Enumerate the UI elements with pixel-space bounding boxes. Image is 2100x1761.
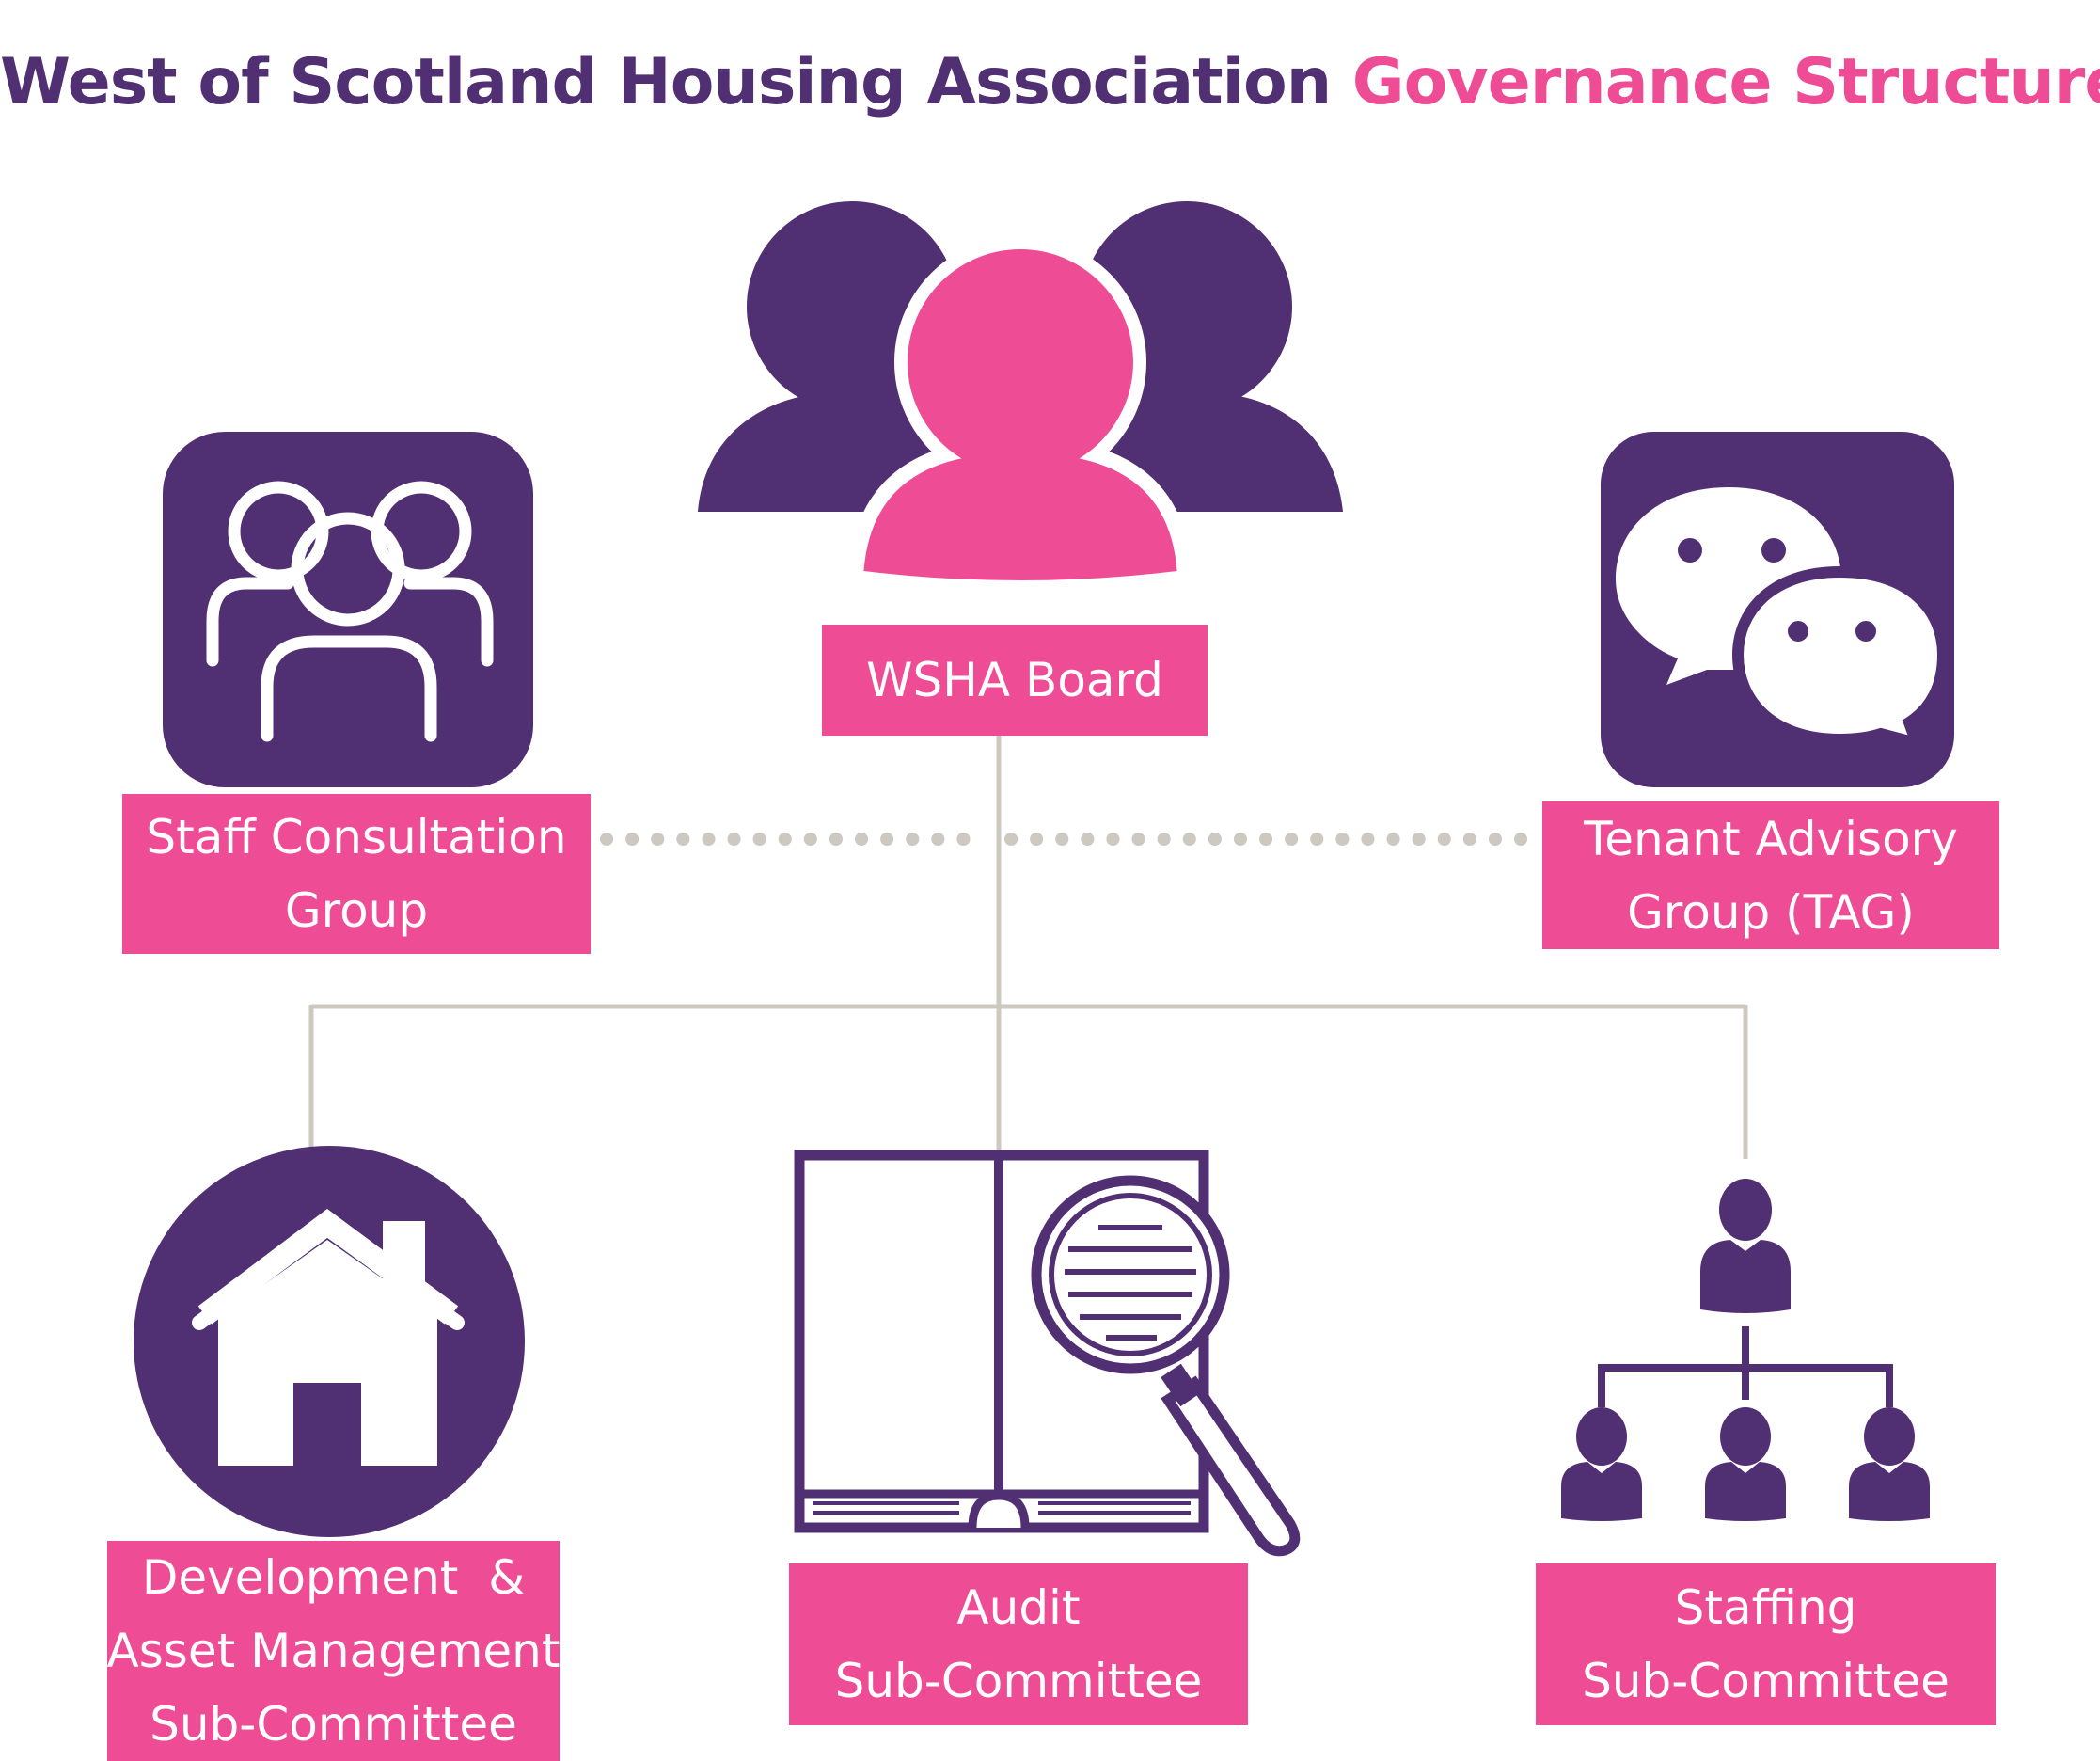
tenant-advisory-label-line-2: Group (TAG) — [1627, 884, 1915, 940]
tenant-advisory-label: Tenant Advisory Group (TAG) — [1542, 801, 1999, 949]
board-label: WSHA Board — [822, 625, 1208, 736]
board-label-line-1: WSHA Board — [866, 653, 1163, 707]
audit-label: Audit Sub-Committee — [789, 1563, 1248, 1725]
group-of-people-icon — [698, 201, 1343, 595]
title-governance: Governance Structure — [1351, 45, 2100, 119]
development-label-line-1: Development & — [141, 1550, 526, 1605]
development-label-line-3: Sub-Committee — [150, 1697, 517, 1752]
house-icon — [134, 1146, 525, 1537]
audit-label-line-2: Sub-Committee — [834, 1654, 1203, 1708]
staffing-label-line-2: Sub-Committee — [1582, 1654, 1950, 1708]
org-chart-icon — [1561, 1179, 1930, 1521]
staffing-label: Staffing Sub-Committee — [1536, 1563, 1996, 1725]
staff-consultation-label-line-2: Group — [284, 883, 429, 938]
staff-consultation-label-line-1: Staff Consultation — [146, 810, 567, 865]
staff-consultation-label: Staff Consultation Group — [122, 794, 591, 954]
title-organisation: West of Scotland Housing Association — [0, 45, 1332, 119]
page-title: West of Scotland Housing Association Gov… — [0, 45, 2100, 119]
development-label-line-2: Asset Management — [106, 1624, 561, 1678]
team-icon — [163, 432, 533, 787]
tenant-advisory-label-line-1: Tenant Advisory — [1584, 811, 1958, 866]
chat-bubbles-icon — [1601, 432, 1954, 787]
development-label: Development & Asset Management Sub-Commi… — [107, 1541, 560, 1761]
audit-label-line-1: Audit — [956, 1580, 1081, 1635]
staffing-label-line-1: Staffing — [1674, 1580, 1857, 1635]
connectors — [308, 736, 1748, 1159]
book-magnifier-icon — [794, 1150, 1301, 1557]
